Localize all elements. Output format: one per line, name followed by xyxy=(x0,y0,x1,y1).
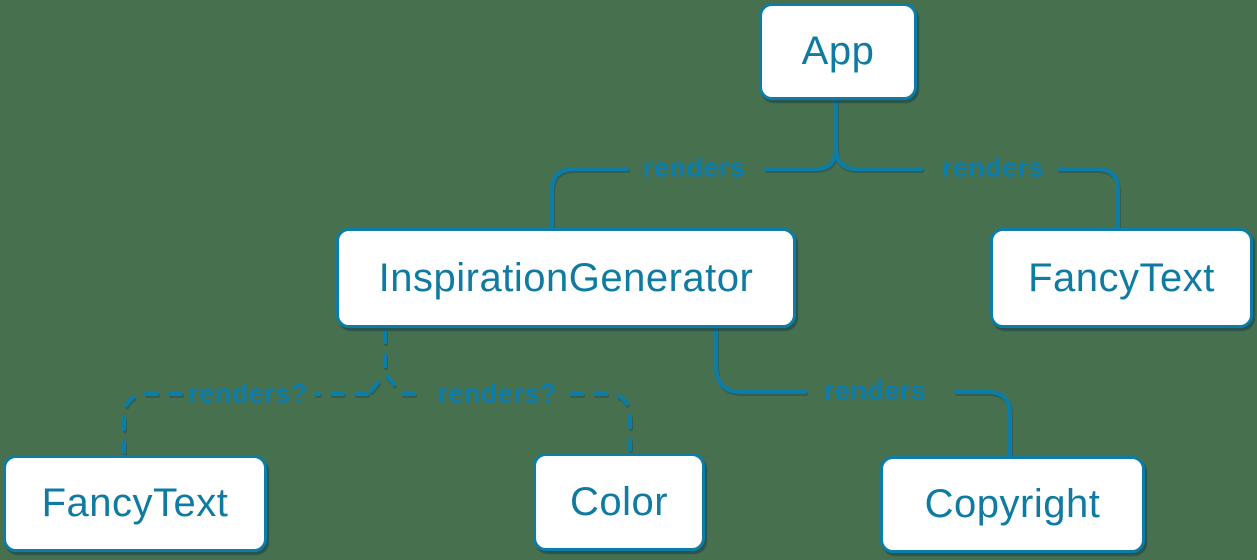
node-copyright-label: Copyright xyxy=(924,482,1101,526)
edge-app-fork-line xyxy=(813,99,859,171)
edge-app-fancytext-line xyxy=(855,167,1120,229)
node-app-label: App xyxy=(801,29,875,73)
edge-label-app-fancytext: renders xyxy=(941,152,1045,183)
node-color: Color xyxy=(533,453,705,551)
node-fancy-text-top: FancyText xyxy=(990,228,1253,328)
edge-label-inspirationgenerator-copyright: renders xyxy=(823,375,927,406)
edge-label-inspirationgenerator-fancytext: renders? xyxy=(188,378,308,409)
node-inspiration-generator-label: InspirationGenerator xyxy=(378,255,754,300)
node-fancy-text-top-label: FancyText xyxy=(1028,255,1215,300)
node-inspiration-generator: InspirationGenerator xyxy=(336,228,796,328)
edge-app-inspirationgenerator-line xyxy=(550,167,817,229)
node-fancy-text-bottom: FancyText xyxy=(3,455,267,552)
edge-label-inspirationgenerator-color: renders? xyxy=(437,378,557,409)
edge-inspirationgenerator-copyright-line xyxy=(714,327,1012,457)
node-copyright: Copyright xyxy=(880,456,1145,553)
node-app: App xyxy=(759,3,917,100)
edge-label-app-inspirationgenerator: renders xyxy=(642,152,746,183)
edge-inspirationgenerator-fancytext-line xyxy=(122,392,369,454)
node-fancy-text-bottom-label: FancyText xyxy=(41,481,229,525)
node-color-label: Color xyxy=(569,479,669,524)
edge-dashed-fork-line xyxy=(369,374,401,393)
edge-inspirationgenerator-color-line xyxy=(401,392,632,452)
